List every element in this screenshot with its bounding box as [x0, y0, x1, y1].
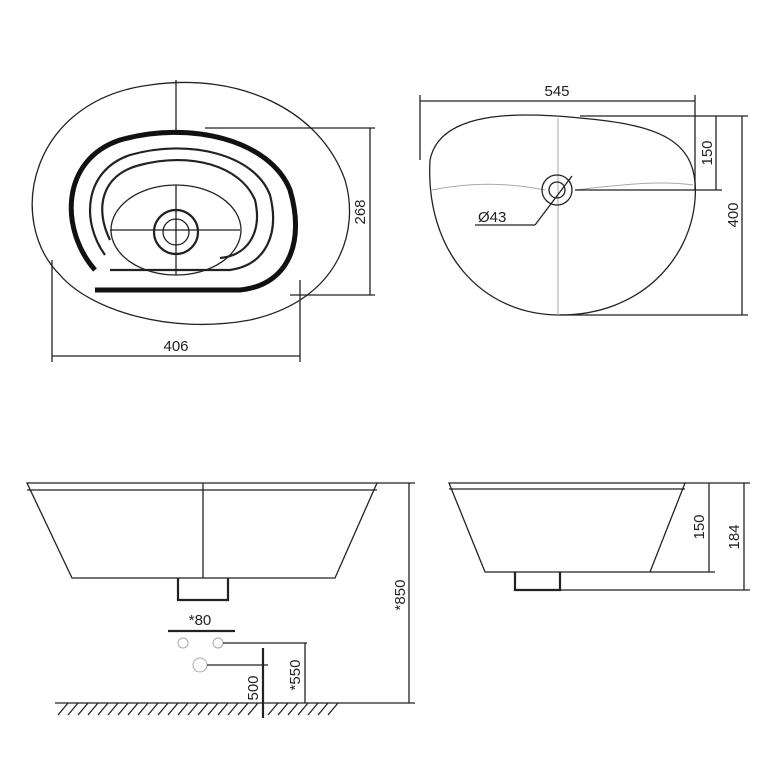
drain-offset-150: 150 [699, 140, 716, 165]
depth-dimension-400: 400 [725, 202, 742, 227]
plan-view-left: 268 406 [31, 80, 375, 362]
plan-view-right: Ø43 545 150 400 [419, 83, 748, 316]
front-elevation: *850 *80 500 *550 [25, 482, 415, 718]
floor-hatch [57, 702, 339, 716]
supply-height-550: *550 [287, 660, 304, 691]
tap-spacing-80: *80 [189, 612, 212, 629]
depth-dimension-268: 268 [352, 199, 369, 224]
drain-height-500: 500 [245, 675, 262, 700]
width-dimension-545: 545 [544, 83, 569, 100]
install-height-850: *850 [392, 580, 409, 611]
bowl-height-150: 150 [691, 514, 708, 539]
side-elevation: 150 184 [448, 482, 750, 592]
total-height-184: 184 [726, 524, 743, 549]
drain-diameter-43: Ø43 [478, 209, 506, 226]
width-dimension-406: 406 [163, 338, 188, 355]
